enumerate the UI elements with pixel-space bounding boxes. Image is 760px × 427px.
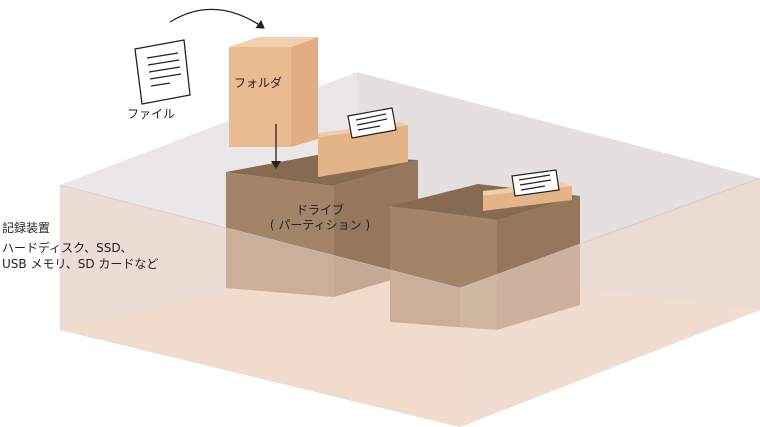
curved-arrow: [169, 8, 265, 29]
storage-device-front: [59, 177, 760, 427]
folder-front: [229, 47, 291, 147]
storage-front-right-wall: [460, 178, 760, 427]
folder-in-drive-1-front: [318, 125, 408, 177]
folder-side: [291, 37, 318, 147]
folder-label: フォルダ: [234, 76, 283, 90]
folder-box: [229, 37, 318, 147]
storage-front-left-wall: [60, 185, 460, 427]
drive-label-line2: ( パーティション ): [269, 218, 371, 232]
storage-examples-line1: ハードディスク、SSD、: [2, 241, 133, 255]
storage-title: 記録装置: [2, 221, 51, 235]
folder-top: [229, 37, 318, 47]
file-icon-in-drive-1: [347, 107, 397, 139]
storage-examples-line2: USB メモリ、SD カードなど: [2, 257, 159, 271]
file-icon-in-drive-2: [511, 169, 560, 197]
file-icon: [134, 39, 191, 105]
folder-in-drive-2-front: [483, 186, 572, 211]
file-label: ファイル: [127, 107, 176, 121]
drive-label-line1: ドライブ: [295, 203, 344, 217]
